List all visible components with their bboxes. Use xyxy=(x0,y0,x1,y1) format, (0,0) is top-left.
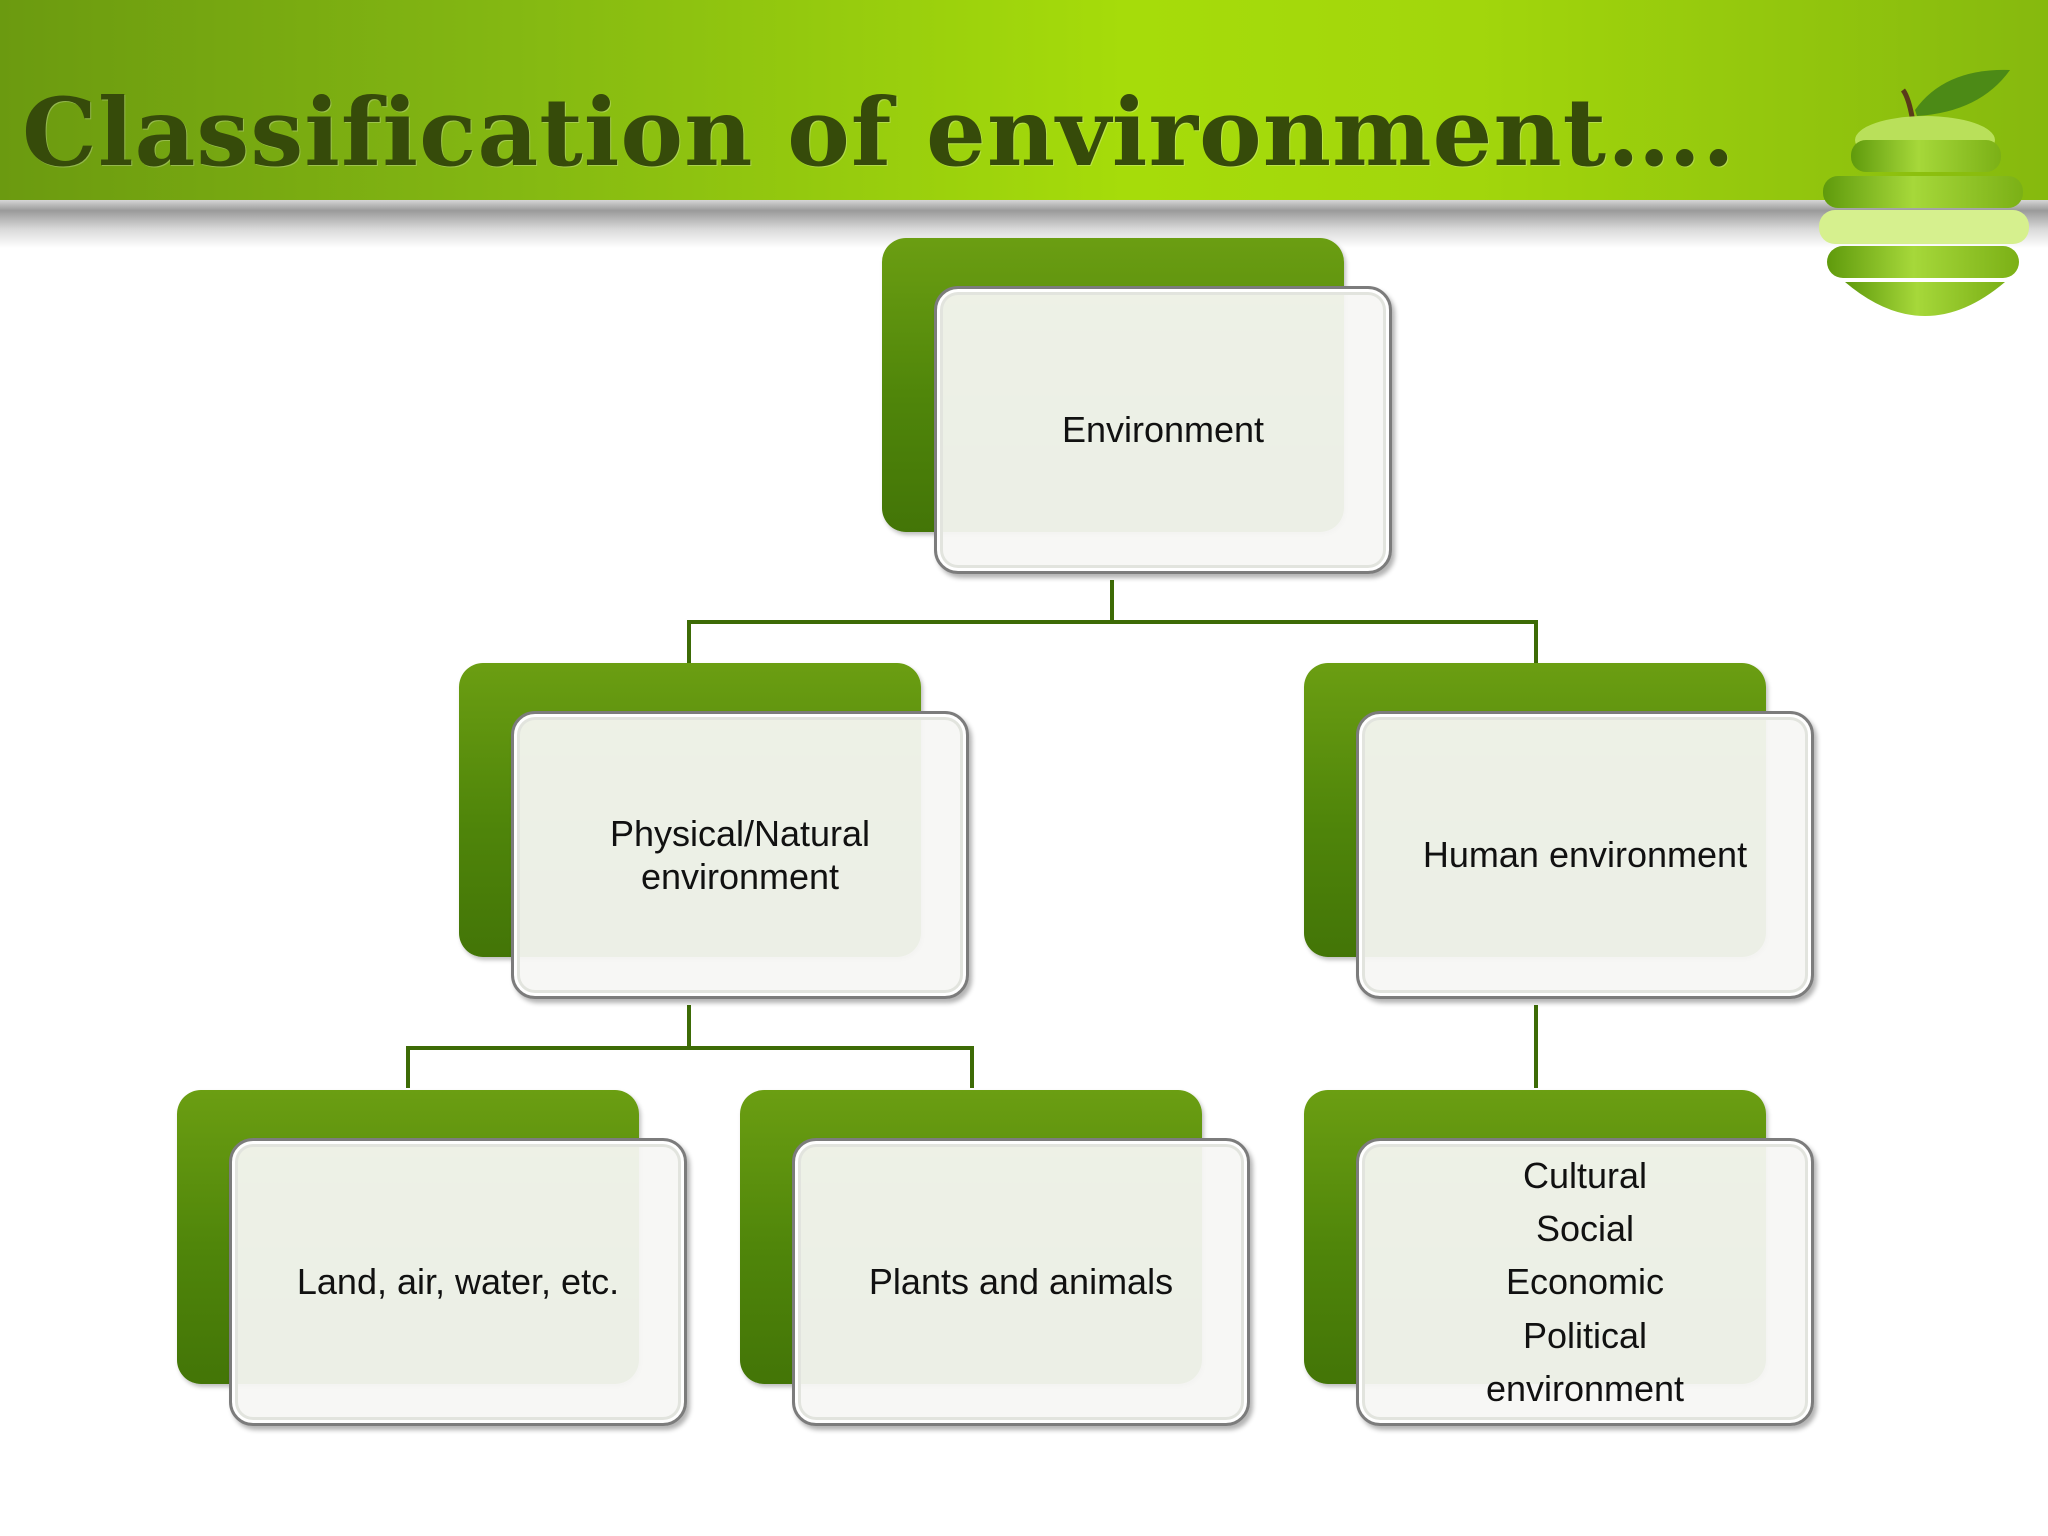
node-label: Environment xyxy=(1061,409,1265,451)
node-label-line: Cultural xyxy=(1522,1154,1648,1196)
green-apple-slices-icon xyxy=(1819,69,2029,316)
node-card: Human environment xyxy=(1356,711,1814,999)
node-card: Physical/Natural environment xyxy=(511,711,969,999)
node-label: Human environment xyxy=(1422,834,1748,876)
node-card: Cultural Social Economic Political envir… xyxy=(1356,1138,1814,1426)
node-human-types: Cultural Social Economic Political envir… xyxy=(1304,1090,1819,1432)
header-band xyxy=(0,0,2048,200)
node-card: Environment xyxy=(934,286,1392,574)
node-human: Human environment xyxy=(1304,663,1819,1005)
node-label-line: Physical/Natural xyxy=(609,812,871,854)
node-label-line: Political xyxy=(1522,1314,1648,1356)
node-label: Plants and animals xyxy=(868,1261,1174,1303)
node-label-line: environment xyxy=(1485,1367,1685,1409)
node-environment: Environment xyxy=(882,238,1397,580)
node-plants-animals: Plants and animals xyxy=(740,1090,1255,1432)
slide-title: Classification of environment…. xyxy=(22,78,1736,188)
node-land-air-water: Land, air, water, etc. xyxy=(177,1090,692,1432)
node-card: Land, air, water, etc. xyxy=(229,1138,687,1426)
node-label-line: Economic xyxy=(1505,1261,1665,1303)
node-card: Plants and animals xyxy=(792,1138,1250,1426)
node-label-line: Social xyxy=(1535,1208,1635,1250)
node-label-line: environment xyxy=(640,856,840,897)
node-label: Land, air, water, etc. xyxy=(296,1261,620,1303)
node-physical-natural: Physical/Natural environment xyxy=(459,663,974,1005)
